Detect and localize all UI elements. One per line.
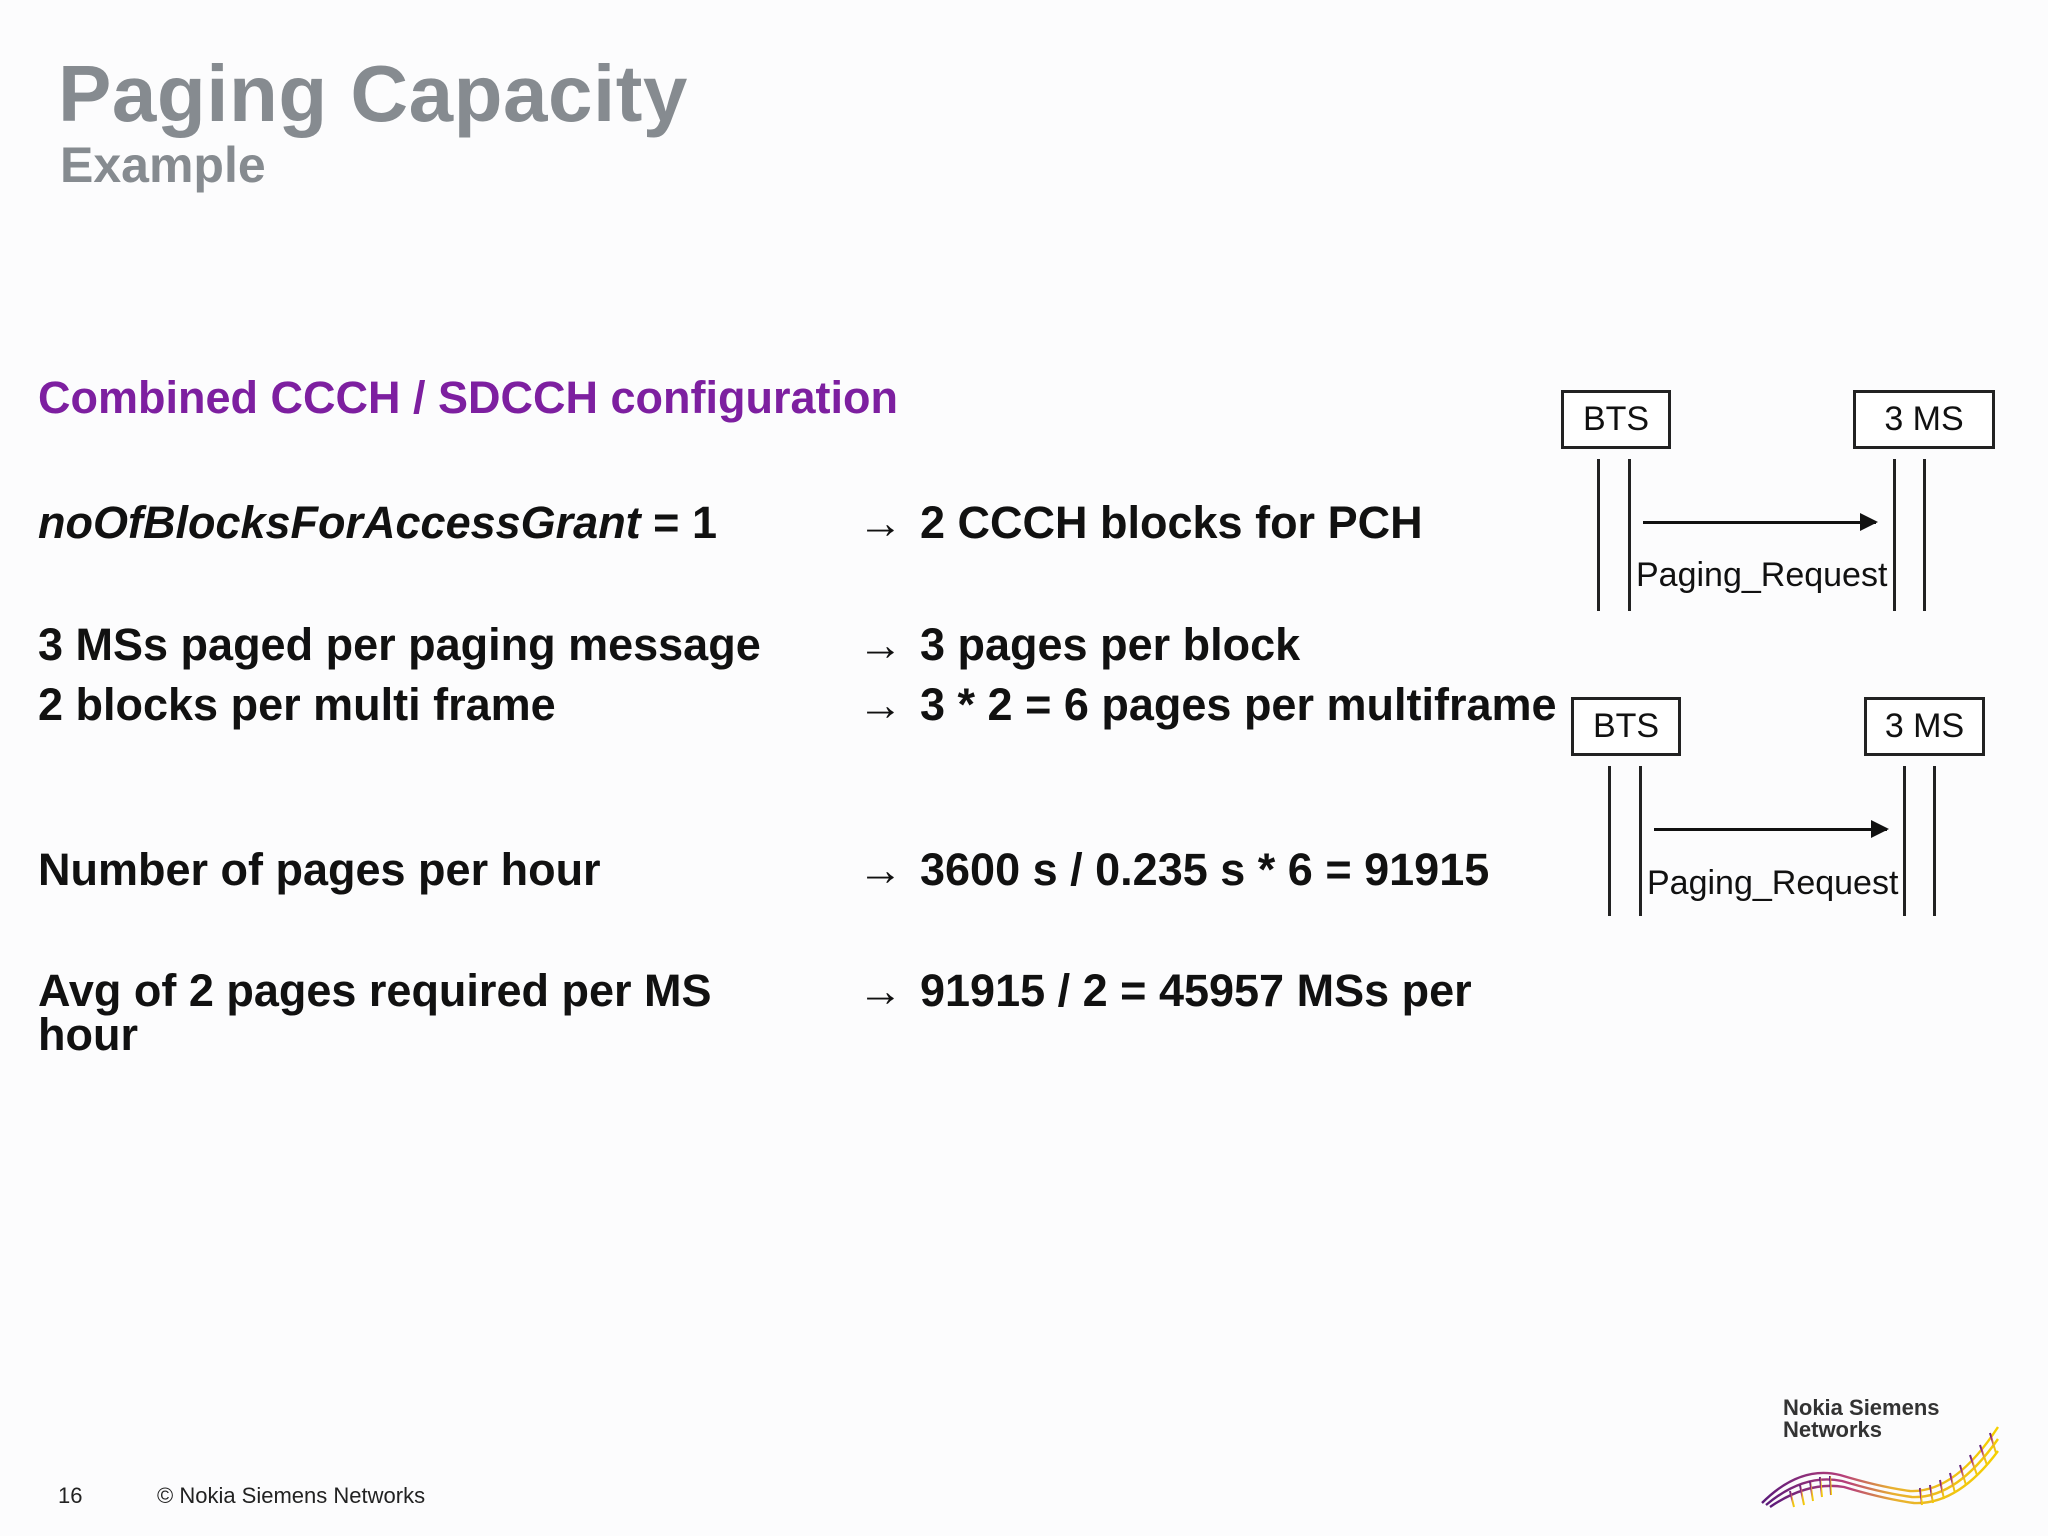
bts-box: BTS xyxy=(1561,390,1671,449)
arrow-icon: → xyxy=(858,619,903,670)
ms-lifeline xyxy=(1923,459,1926,611)
nokia-siemens-logo-icon xyxy=(1761,1426,2000,1508)
page-number: 16 xyxy=(58,1483,83,1508)
result-line: → 3600 s / 0.235 s * 6 = 91915 xyxy=(858,844,1489,896)
arrow-icon: → xyxy=(858,679,903,730)
calc-label: 3 MSs paged per paging message xyxy=(38,619,761,670)
logo-text: Nokia Siemens Networks xyxy=(1783,1397,1983,1441)
result-line: → 91915 / 2 = 45957 MSs per xyxy=(858,965,1472,1017)
arrow-icon: → xyxy=(858,965,903,1016)
logo-line-1: Nokia Siemens xyxy=(1783,1395,1940,1420)
config-heading: Combined CCCH / SDCCH configuration xyxy=(38,372,898,423)
bts-lifeline xyxy=(1628,459,1631,611)
page-subtitle: Example xyxy=(60,137,266,193)
bts-lifeline xyxy=(1639,766,1642,916)
arrow-icon: → xyxy=(858,497,903,548)
result-line: → 3 pages per block xyxy=(858,619,1300,671)
logo-line-2: Networks xyxy=(1783,1417,1883,1442)
ms-lifeline xyxy=(1903,766,1906,916)
param-line: noOfBlocksForAccessGrant = 1 xyxy=(38,497,717,549)
calc-label: 2 blocks per multi frame xyxy=(38,679,556,730)
page-title: Paging Capacity xyxy=(58,49,688,138)
message-arrow xyxy=(1654,820,1889,838)
bts-lifeline xyxy=(1608,766,1611,916)
copyright-text: © Nokia Siemens Networks xyxy=(157,1483,426,1508)
message-label: Paging_Request xyxy=(1636,556,1888,594)
bts-box: BTS xyxy=(1571,697,1681,756)
ms-box: 3 MS xyxy=(1853,390,1995,449)
result-text: 3 pages per block xyxy=(920,619,1301,670)
message-arrow xyxy=(1643,513,1878,531)
param-name: noOfBlocksForAccessGrant xyxy=(38,497,641,548)
ms-box: 3 MS xyxy=(1864,697,1985,756)
bts-lifeline xyxy=(1597,459,1600,611)
result-text: 2 CCCH blocks for PCH xyxy=(920,497,1423,548)
calc-label: Avg of 2 pages required per MS xyxy=(38,965,712,1016)
ms-lifeline xyxy=(1933,766,1936,916)
arrow-icon: → xyxy=(858,844,903,895)
param-suffix: = 1 xyxy=(640,497,717,548)
ms-lifeline xyxy=(1893,459,1896,611)
result-text: 3 * 2 = 6 pages per multiframe xyxy=(920,679,1557,730)
result-text: 3600 s / 0.235 s * 6 = 91915 xyxy=(920,844,1490,895)
message-label: Paging_Request xyxy=(1647,864,1899,902)
result-text: 91915 / 2 = 45957 MSs per xyxy=(920,965,1472,1016)
result-line: → 3 * 2 = 6 pages per multiframe xyxy=(858,679,1557,731)
calc-label: Number of pages per hour xyxy=(38,844,601,895)
calc-label-cont: hour xyxy=(38,1009,138,1060)
result-line: → 2 CCCH blocks for PCH xyxy=(858,497,1423,549)
